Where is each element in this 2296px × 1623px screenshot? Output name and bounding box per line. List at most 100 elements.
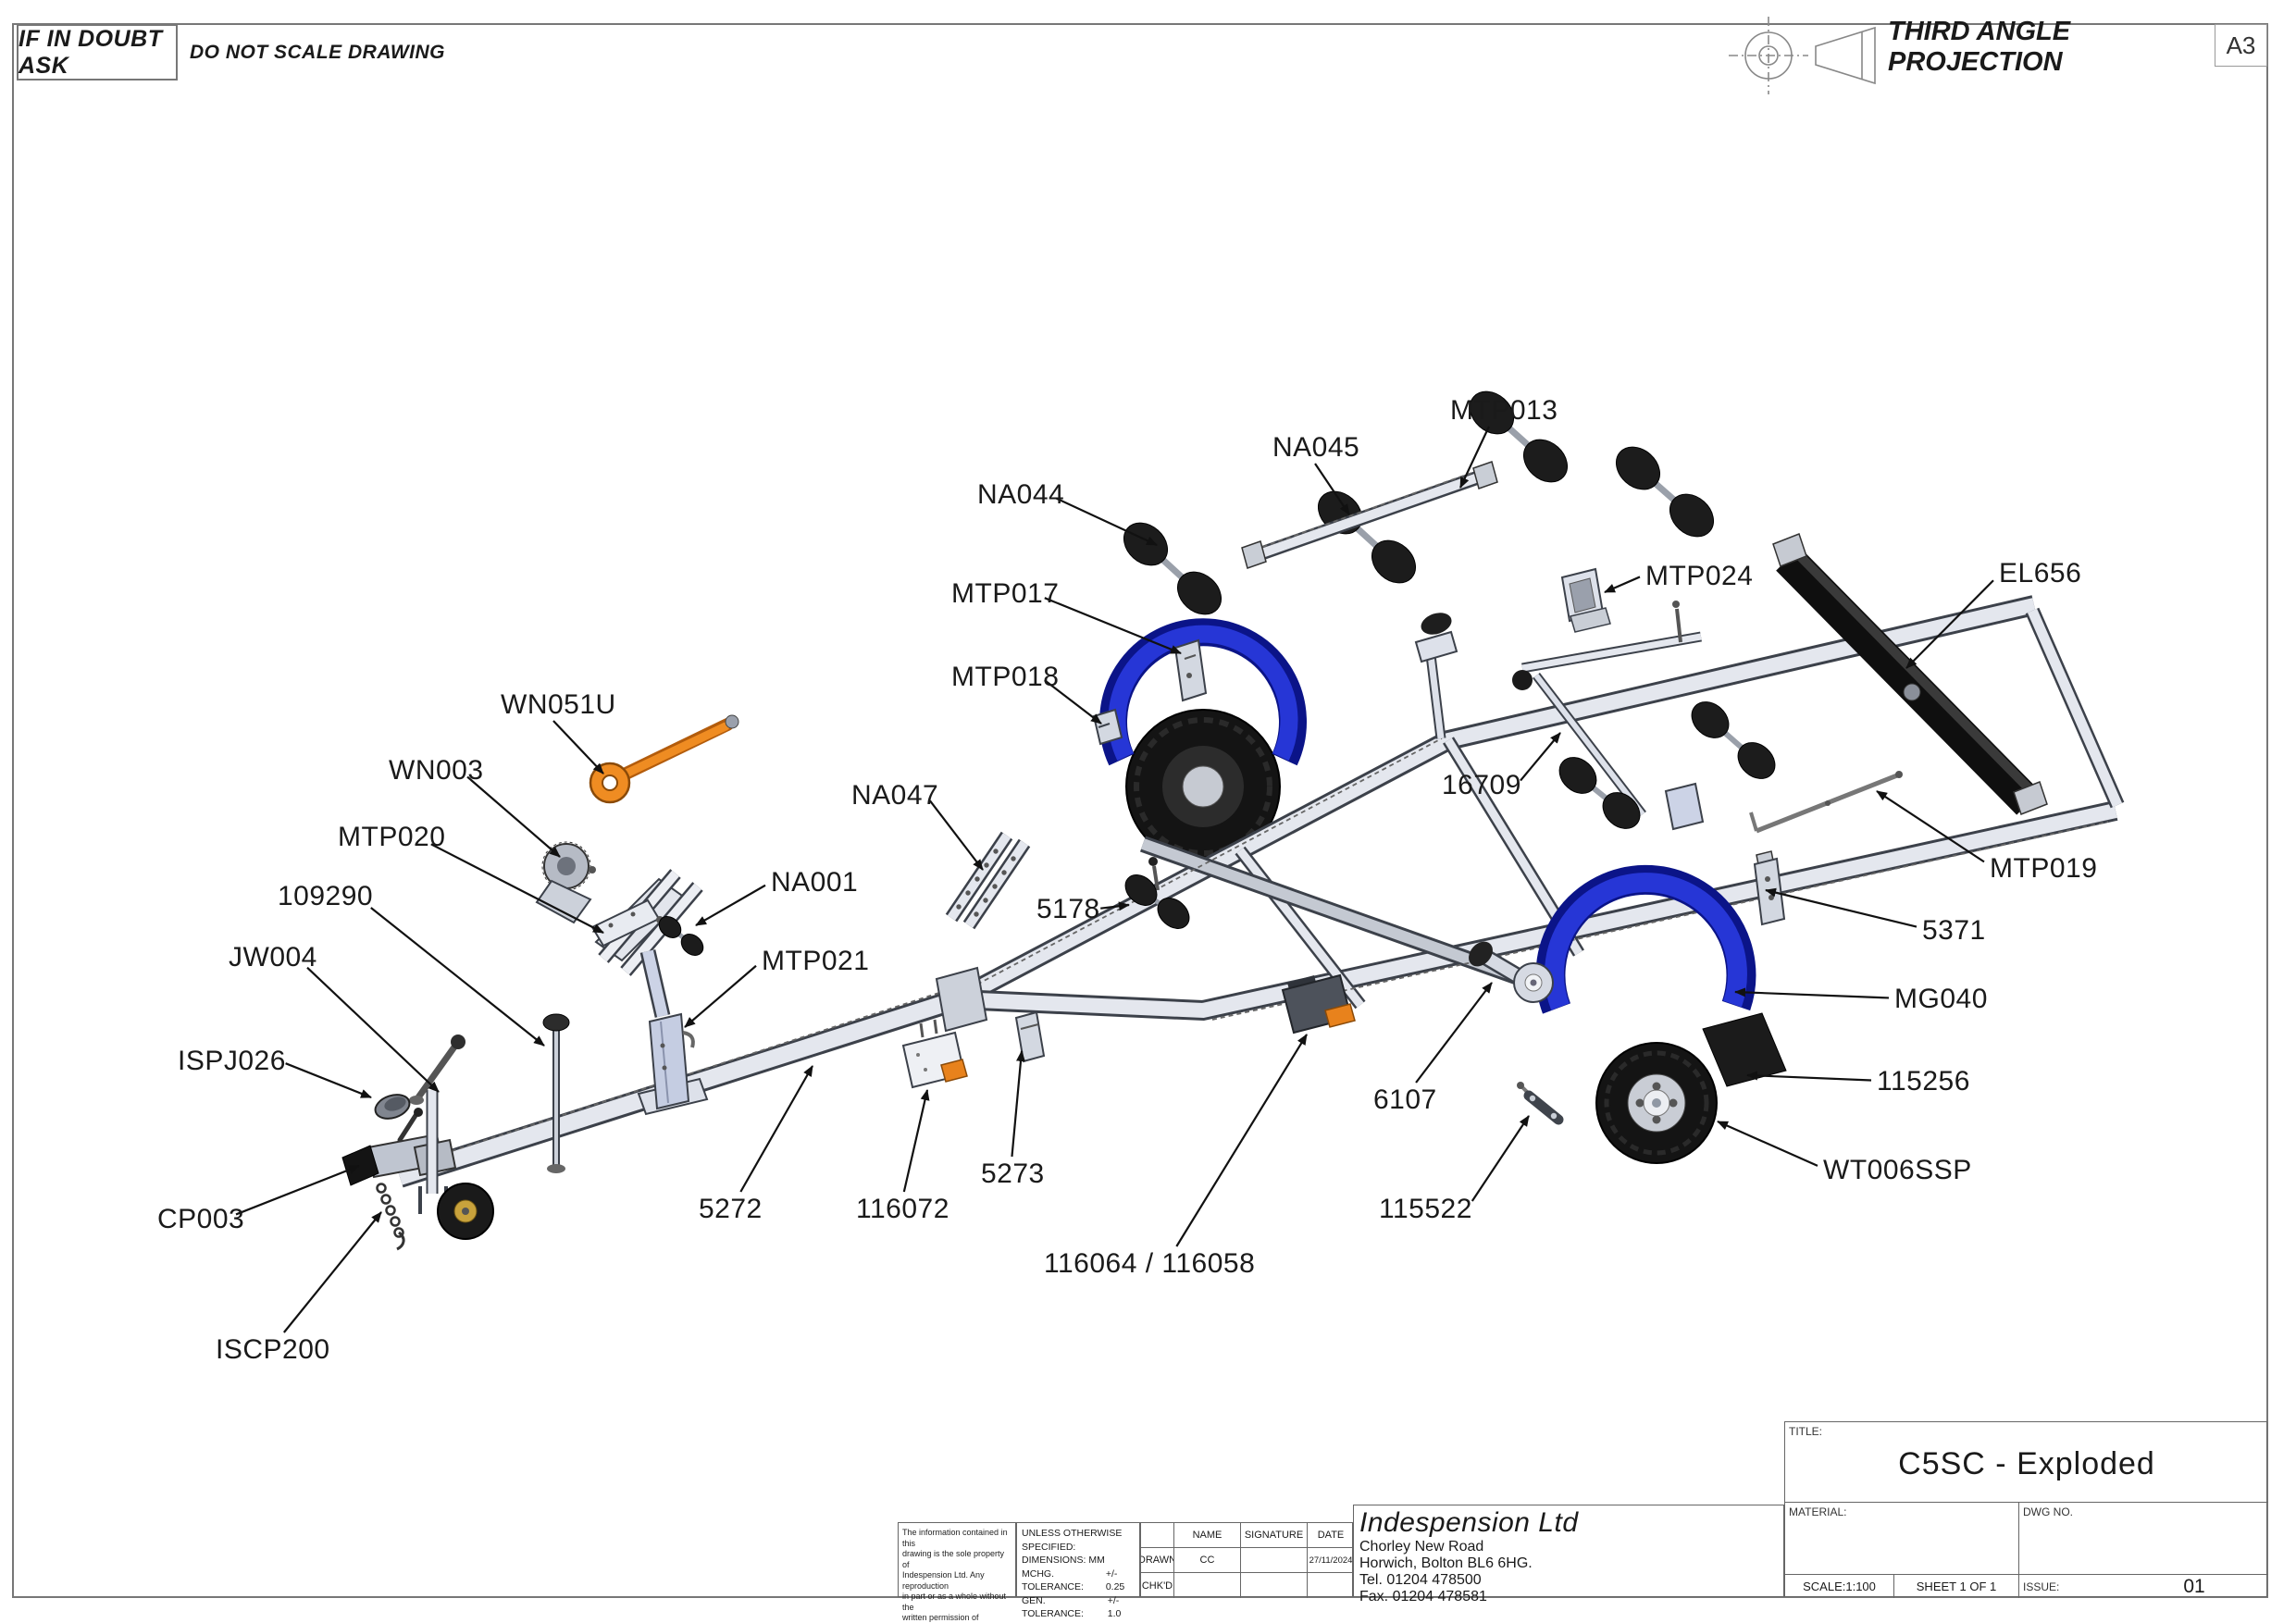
approval-cell: SIGNATURE xyxy=(1241,1523,1308,1548)
leader-line-MTP017 xyxy=(1044,597,1182,655)
approval-cell: CHK'D xyxy=(1141,1573,1174,1598)
company-name: Indespension Ltd xyxy=(1359,1507,1579,1538)
part-art-na047 xyxy=(945,831,1031,930)
sheet-border xyxy=(12,23,2268,1598)
part-label-MTP020: MTP020 xyxy=(338,822,445,852)
leader-line-ISPJ026 xyxy=(285,1062,372,1099)
part-label-MTP021: MTP021 xyxy=(762,946,869,976)
title-label: TITLE: xyxy=(1789,1425,1823,1438)
approval-cell xyxy=(1174,1573,1241,1598)
if-in-doubt-ask-box: IF IN DOUBT ASK xyxy=(17,24,178,81)
leader-line-6107 xyxy=(1415,982,1493,1084)
leader-line-5272 xyxy=(739,1065,813,1193)
leader-line-MTP024 xyxy=(1604,576,1641,594)
sheet-size-badge: A3 xyxy=(2215,24,2267,67)
part-label-6107: 6107 xyxy=(1373,1084,1437,1115)
dwg-no-label: DWG NO. xyxy=(2023,1505,2073,1518)
approval-cell: DATE xyxy=(1308,1523,1354,1548)
part-art-iscp200-chain xyxy=(376,1183,405,1251)
part-label-ISCP200: ISCP200 xyxy=(216,1334,330,1365)
part-label-5272: 5272 xyxy=(699,1194,763,1224)
leader-line-NA045 xyxy=(1314,463,1350,515)
company-fax: Fax. 01204 478581 xyxy=(1359,1589,1487,1604)
leader-line-MTP021 xyxy=(684,964,757,1028)
leader-line-MTP020 xyxy=(430,843,604,934)
part-label-WT006SSP: WT006SSP xyxy=(1823,1155,1972,1185)
property-note-line: written permission of Indespension Ltd xyxy=(902,1613,979,1622)
approval-cell xyxy=(1241,1573,1308,1598)
leader-line-NA001 xyxy=(695,884,766,926)
property-note-line: drawing is the sole property of xyxy=(902,1549,1005,1569)
part-art-115256 xyxy=(1702,1012,1787,1087)
part-label-WN003: WN003 xyxy=(389,755,484,786)
part-art-6107 xyxy=(1469,941,1554,1003)
part-art-winch-stand xyxy=(590,869,703,1018)
part-label-109290: 109290 xyxy=(278,881,373,911)
leader-line-115256 xyxy=(1746,1071,1872,1082)
part-label-MTP018: MTP018 xyxy=(951,662,1059,692)
part-art-rollers-top xyxy=(1469,390,1715,538)
part-art-centre-wheel xyxy=(1125,709,1281,864)
part-label-16709: 16709 xyxy=(1442,770,1521,800)
part-label-115522: 115522 xyxy=(1379,1194,1472,1224)
leader-line-109290 xyxy=(370,907,545,1047)
property-note-line: Indespension Ltd. Any reproduction xyxy=(902,1570,985,1591)
part-art-na044 xyxy=(1123,522,1222,615)
approval-cell: 27/11/2024 xyxy=(1308,1548,1354,1573)
tolerance-row: GEN. TOLERANCE:+/- 1.0 xyxy=(1022,1594,1122,1620)
leader-line-16709 xyxy=(1520,732,1561,782)
part-art-mtp021 xyxy=(637,1012,709,1116)
company-address-1: Chorley New Road xyxy=(1359,1539,1484,1555)
part-label-115256: 115256 xyxy=(1877,1066,1970,1096)
leader-line-ISCP200 xyxy=(282,1211,382,1333)
leader-line-NA047 xyxy=(929,799,984,871)
leader-line-CP003 xyxy=(235,1164,360,1216)
part-art-109290 xyxy=(542,1013,570,1173)
leader-line-5273 xyxy=(1011,1050,1025,1158)
part-art-mtp017 xyxy=(1173,638,1208,702)
part-label-NA044: NA044 xyxy=(977,479,1064,510)
part-label-NA047: NA047 xyxy=(851,780,938,811)
leader-line-MTP018 xyxy=(1044,679,1102,725)
leader-line-115522 xyxy=(1471,1115,1530,1202)
part-label-5178: 5178 xyxy=(1036,894,1100,924)
projection-text: THIRD ANGLE PROJECTION xyxy=(1888,17,2071,77)
part-art-16709-crossmember xyxy=(1512,601,1776,831)
third-angle-projection-icon xyxy=(1729,17,1876,94)
part-art-na001 xyxy=(656,916,704,956)
leader-line-5371 xyxy=(1765,887,1917,928)
property-note-line: The information contained in this xyxy=(902,1528,1008,1548)
leader-line-WT006SSP xyxy=(1717,1120,1818,1167)
leader-line-MG040 xyxy=(1734,987,1890,999)
part-label-5371: 5371 xyxy=(1922,915,1986,946)
part-label-JW004: JW004 xyxy=(229,942,317,973)
issue-value: 01 xyxy=(2183,1575,2205,1597)
tolerance-row: DIMENSIONS: MM xyxy=(1022,1555,1105,1566)
part-label-116064-116058: 116064 / 116058 xyxy=(1044,1248,1255,1279)
leader-line-NA044 xyxy=(1055,497,1158,546)
part-label-WN051U: WN051U xyxy=(501,689,616,720)
leader-line-116072 xyxy=(902,1089,930,1193)
part-label-116072: 116072 xyxy=(856,1194,949,1224)
sheet-value: SHEET 1 OF 1 xyxy=(1916,1580,1997,1593)
approval-cell xyxy=(1141,1523,1174,1548)
leader-line-116064-116058 xyxy=(1175,1034,1308,1247)
part-art-ispj026 xyxy=(374,1094,411,1120)
part-art-jw004 xyxy=(409,1035,465,1105)
part-label-5273: 5273 xyxy=(981,1158,1045,1189)
property-note-line: in part or as a whole without the xyxy=(902,1592,1007,1612)
title-block: TITLE: C5SC - Exploded MATERIAL: DWG NO.… xyxy=(1784,1421,2268,1598)
leader-line-MTP013 xyxy=(1459,426,1490,489)
do-not-scale-text: DO NOT SCALE DRAWING xyxy=(190,41,445,63)
issue-label: ISSUE: xyxy=(2023,1580,2060,1593)
tolerance-row: MCHG. TOLERANCE:+/- 0.25 xyxy=(1022,1567,1125,1593)
part-art-el656 xyxy=(1772,533,2048,815)
tolerance-row: HOLE CENTRES:+/- 0.25 xyxy=(1022,1621,1135,1623)
part-label-ISPJ026: ISPJ026 xyxy=(178,1046,286,1076)
part-art-mtp013 xyxy=(1241,461,1498,569)
tolerance-row: UNLESS OTHERWISE SPECIFIED: xyxy=(1022,1528,1123,1553)
approval-cell: NAME xyxy=(1174,1523,1241,1548)
part-label-NA045: NA045 xyxy=(1272,432,1359,463)
